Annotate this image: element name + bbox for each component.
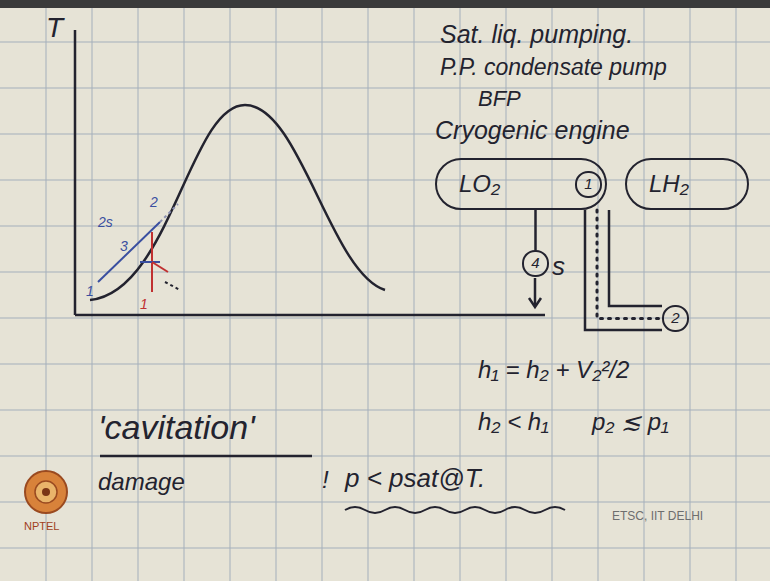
note-text: Cryogenic engine bbox=[435, 116, 630, 145]
nptel-logo bbox=[25, 471, 67, 513]
mark: ! bbox=[322, 466, 329, 494]
underline bbox=[100, 455, 312, 458]
logo-text: NPTEL bbox=[24, 520, 59, 533]
axis-label: T bbox=[46, 12, 63, 44]
state-number: 2 bbox=[150, 194, 158, 210]
watermark: ETSC, IIT DELHI bbox=[612, 510, 703, 524]
note-text: damage bbox=[98, 468, 185, 496]
note-text: Sat. liq. pumping. bbox=[440, 20, 633, 49]
heading-word: 'cavitation' bbox=[98, 408, 255, 447]
tank-label: LH₂ bbox=[649, 171, 689, 197]
state-number: 2 bbox=[671, 310, 679, 327]
pipe-line bbox=[534, 210, 537, 250]
equation: h₂ < h₁ bbox=[478, 408, 549, 436]
note-text: BFP bbox=[478, 86, 521, 111]
state-circle: 2 bbox=[662, 305, 689, 332]
state-number: 2s bbox=[98, 214, 113, 230]
equation: p < psat@T. bbox=[345, 464, 485, 494]
state-number: 4 bbox=[531, 255, 539, 272]
photo-edge bbox=[0, 0, 770, 8]
state-number: 3 bbox=[120, 238, 128, 254]
pipe-flow bbox=[597, 210, 662, 319]
outflow-arrow bbox=[529, 278, 541, 307]
note-text: P.P. condensate pump bbox=[440, 54, 667, 80]
state-circle: 4 bbox=[522, 250, 549, 277]
equation: p₂ ≲ p₁ bbox=[592, 408, 669, 436]
saturation-dome bbox=[90, 105, 385, 300]
state-number: 1 bbox=[86, 283, 94, 299]
tank: LH₂ bbox=[625, 158, 749, 210]
tank: LO₂ 1 bbox=[435, 158, 607, 210]
state-number: 1 bbox=[584, 176, 592, 193]
pipe-walls bbox=[585, 210, 662, 330]
wavy-underline bbox=[345, 507, 565, 513]
state-number: 1 bbox=[140, 296, 148, 312]
tank-label: LO₂ bbox=[459, 171, 500, 197]
process-marks bbox=[98, 204, 180, 292]
axis-label: s bbox=[552, 252, 565, 282]
state-circle: 1 bbox=[575, 171, 602, 198]
equation: h₁ = h₂ + V₂²/2 bbox=[478, 356, 629, 384]
